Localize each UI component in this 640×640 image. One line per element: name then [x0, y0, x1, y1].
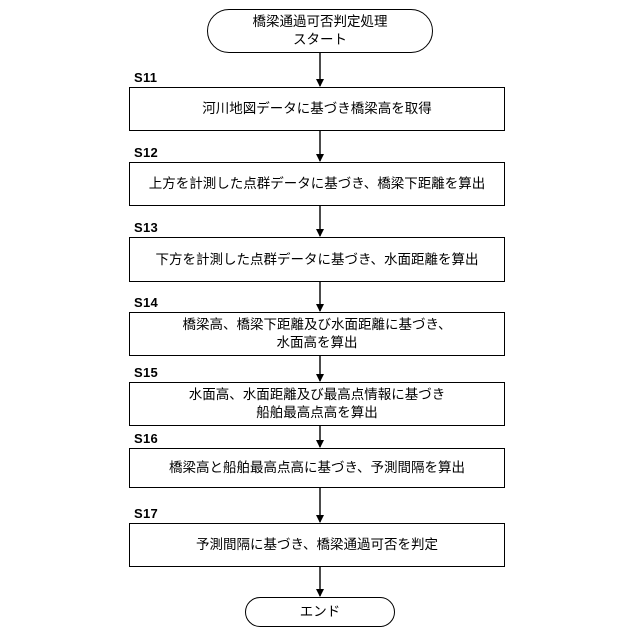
step-label-s16: S16	[134, 431, 158, 446]
step-text: 予測間隔に基づき、橋梁通過可否を判定	[196, 536, 438, 554]
step-text: 橋梁高と船舶最高点高に基づき、予測間隔を算出	[169, 459, 465, 477]
step-text: 下方を計測した点群データに基づき、水面距離を算出	[155, 251, 478, 269]
step-box-s12: 上方を計測した点群データに基づき、橋梁下距離を算出	[129, 162, 505, 206]
step-text: 水面高を算出	[277, 334, 358, 352]
step-text: 上方を計測した点群データに基づき、橋梁下距離を算出	[149, 175, 486, 193]
step-label-s15: S15	[134, 365, 158, 380]
step-box-s13: 下方を計測した点群データに基づき、水面距離を算出	[129, 237, 505, 282]
step-box-s15: 水面高、水面距離及び最高点情報に基づき 船舶最高点高を算出	[129, 382, 505, 426]
step-label-s14: S14	[134, 295, 158, 310]
step-text: 水面高、水面距離及び最高点情報に基づき	[189, 386, 446, 404]
step-label-s17: S17	[134, 506, 158, 521]
step-box-s17: 予測間隔に基づき、橋梁通過可否を判定	[129, 523, 505, 567]
end-terminal: エンド	[245, 597, 395, 627]
step-text: 船舶最高点高を算出	[256, 404, 378, 422]
start-title: 橋梁通過可否判定処理	[253, 13, 388, 31]
step-label-s13: S13	[134, 220, 158, 235]
step-label-s11: S11	[134, 70, 157, 85]
step-box-s14: 橋梁高、橋梁下距離及び水面距離に基づき、 水面高を算出	[129, 312, 505, 356]
start-label: スタート	[293, 31, 347, 49]
step-text: 橋梁高、橋梁下距離及び水面距離に基づき、	[182, 316, 451, 334]
step-box-s11: 河川地図データに基づき橋梁高を取得	[129, 87, 505, 131]
start-terminal: 橋梁通過可否判定処理 スタート	[207, 9, 433, 53]
step-text: 河川地図データに基づき橋梁高を取得	[202, 100, 432, 118]
end-label: エンド	[300, 603, 341, 621]
step-box-s16: 橋梁高と船舶最高点高に基づき、予測間隔を算出	[129, 448, 505, 488]
step-label-s12: S12	[134, 145, 158, 160]
